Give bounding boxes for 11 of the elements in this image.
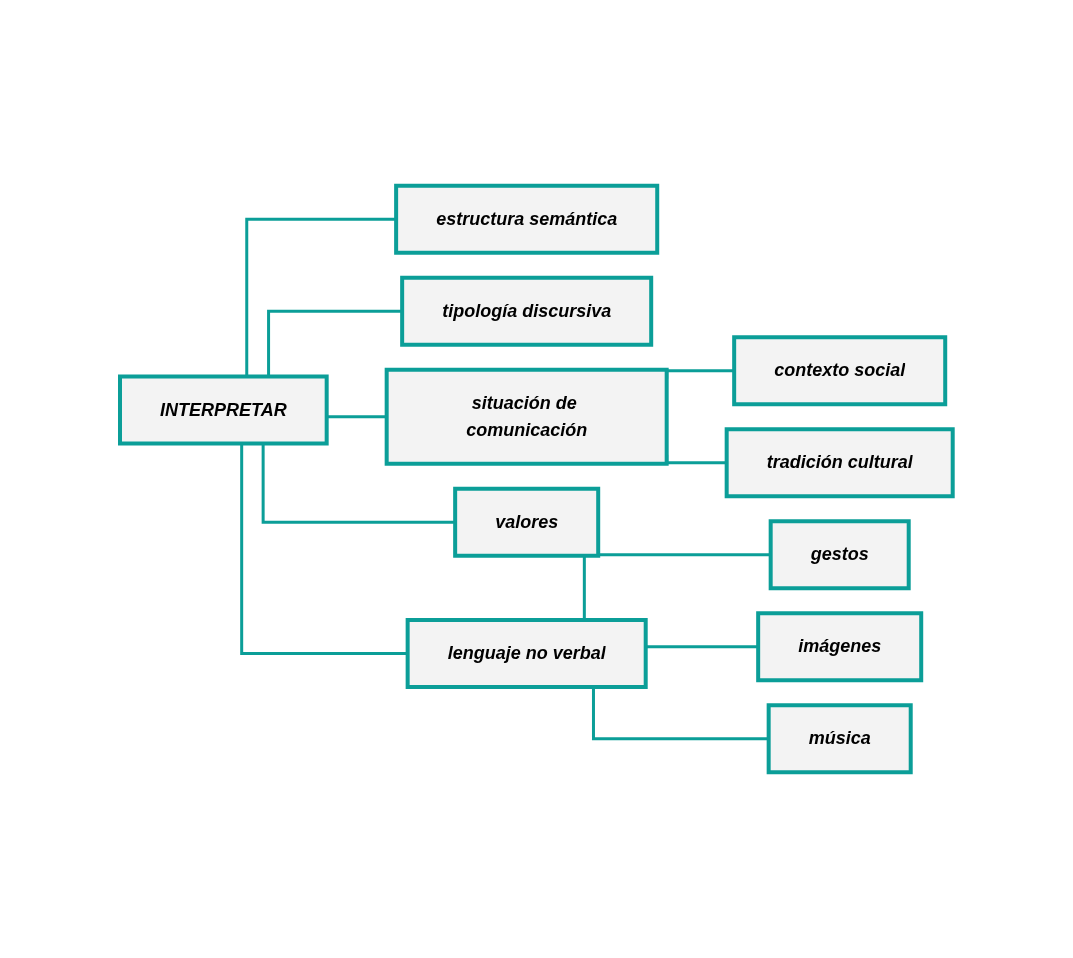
node-box — [400, 275, 654, 347]
node-box — [384, 367, 669, 466]
node-box — [118, 374, 329, 446]
node-box — [768, 519, 911, 591]
node-box — [453, 486, 601, 558]
node-box — [766, 703, 913, 775]
node-box — [732, 335, 948, 407]
node-box — [724, 427, 955, 499]
node-box — [756, 611, 924, 683]
node-box — [405, 618, 648, 689]
node-box — [394, 183, 660, 255]
